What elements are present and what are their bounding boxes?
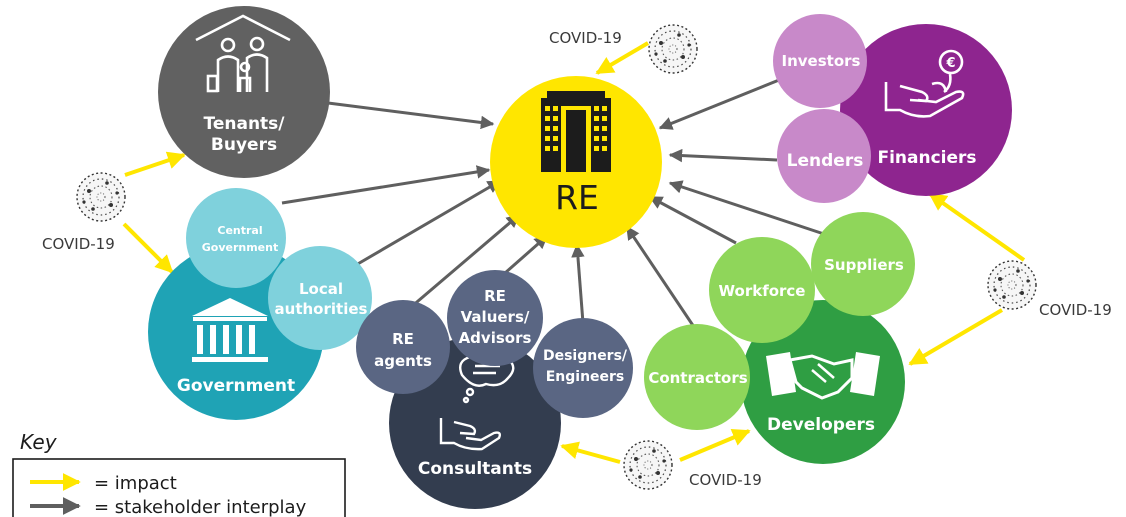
virus-icon xyxy=(648,24,698,74)
building-icon xyxy=(541,91,611,172)
virus-icon xyxy=(623,440,673,490)
covid-label-right: COVID-19 xyxy=(1039,301,1112,319)
arrow-suppliers-re xyxy=(668,180,831,238)
arrow-local-auth-re xyxy=(355,179,502,267)
covid-label-left: COVID-19 xyxy=(42,235,115,253)
re-node: RE xyxy=(490,76,662,248)
arrow-tenants-re xyxy=(327,101,495,130)
legend-impact-label: = impact xyxy=(94,473,177,494)
local-auth-line1: Local xyxy=(299,280,343,298)
re-valuers-line3: Advisors xyxy=(459,329,532,347)
legend-interplay-label: = stakeholder interplay xyxy=(94,497,307,517)
arrow-designers-re xyxy=(571,243,585,324)
lenders-label: Lenders xyxy=(787,151,864,171)
arrow-investors-re xyxy=(658,76,785,130)
contractors-label: Contractors xyxy=(648,369,747,387)
legend-title: Key xyxy=(20,430,58,454)
impact-arrow-government xyxy=(122,222,174,274)
designers-engineers-node: Designers/Engineers xyxy=(533,318,633,418)
re-agents-node: RE agents xyxy=(356,300,450,394)
arrow-agents-re xyxy=(403,213,521,315)
impact-arrow-consultants xyxy=(560,441,621,464)
central-gov-line1: Central xyxy=(217,224,262,237)
arrow-contractors-re xyxy=(625,225,696,328)
family-house-icon xyxy=(195,14,291,93)
impact-arrow-developers xyxy=(908,308,1004,366)
re-valuers-node: RE Valuers/Advisors xyxy=(447,270,543,366)
suppliers-node: Suppliers xyxy=(811,212,915,316)
workforce-node: Workforce xyxy=(709,237,815,343)
svg-text:Tenants/Buyers: Tenants/Buyers xyxy=(204,114,286,155)
impact-arrow-financiers xyxy=(928,192,1026,262)
tenants-label-line2: Buyers xyxy=(211,135,277,155)
developers-node: Developers xyxy=(741,300,905,464)
re-agents-line2: agents xyxy=(374,352,432,370)
virus-icon xyxy=(987,260,1037,310)
svg-text:Designers/Engineers: Designers/Engineers xyxy=(543,348,628,385)
financiers-label: Financiers xyxy=(877,148,976,168)
virus-icon xyxy=(76,172,126,222)
central-gov-line2: Government xyxy=(202,241,278,254)
covid-label-top: COVID-19 xyxy=(549,29,622,47)
developers-label: Developers xyxy=(767,415,875,435)
investors-node: Investors xyxy=(773,14,867,108)
government-label: Government xyxy=(177,376,295,396)
re-label: RE xyxy=(555,178,599,217)
investors-label: Investors xyxy=(782,52,861,70)
svg-text:€: € xyxy=(945,56,955,71)
tenants-label-line1: Tenants/ xyxy=(204,114,286,134)
re-agents-line1: RE xyxy=(392,330,414,348)
impact-arrow-re xyxy=(595,41,650,75)
consultants-label: Consultants xyxy=(418,459,532,479)
interplay-arrows xyxy=(281,76,831,328)
designers-line1: Designers/ xyxy=(543,348,628,364)
re-valuers-line2: Valuers/ xyxy=(461,308,530,326)
contractors-node: Contractors xyxy=(644,324,750,430)
handshake-icon xyxy=(766,352,880,400)
impact-arrow-tenants xyxy=(124,151,186,177)
legend: Key = impact = stakeholder interplay xyxy=(12,430,346,517)
arrow-central-gov-re xyxy=(281,165,491,205)
re-valuers-line1: RE xyxy=(484,287,506,305)
impact-arrow-developers-2 xyxy=(679,428,751,462)
local-authorities-node: Local authorities xyxy=(268,246,372,350)
local-auth-line2: authorities xyxy=(275,300,368,318)
arrow-lenders-re xyxy=(668,148,778,163)
lenders-node: Lenders xyxy=(777,109,871,203)
covid-label-bottom: COVID-19 xyxy=(689,471,762,489)
financiers-node: € Financiers xyxy=(840,24,1012,196)
impact-arrows xyxy=(122,41,1026,464)
hand-coin-icon: € xyxy=(884,49,965,118)
arrow-workforce-re xyxy=(648,195,737,245)
suppliers-label: Suppliers xyxy=(824,256,904,274)
designers-line2: Engineers xyxy=(546,369,625,385)
tenants-buyers-node: Tenants/Buyers xyxy=(158,6,330,178)
bank-icon xyxy=(192,298,268,362)
workforce-label: Workforce xyxy=(719,282,806,300)
